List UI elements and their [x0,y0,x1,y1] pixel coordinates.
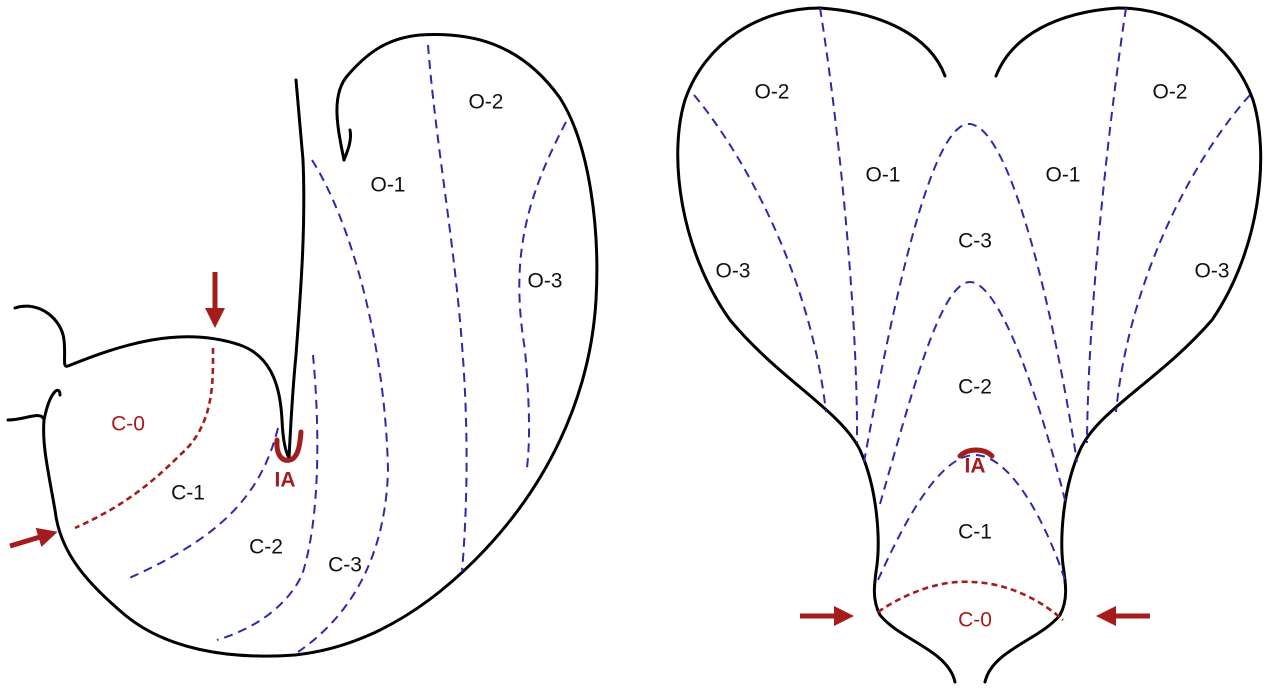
right-label-o3-left: O-3 [715,260,750,283]
left-esophagus-notch [342,128,352,162]
left-pylorus-lower [6,414,46,422]
left-boundary-o1-c3 [297,159,390,653]
left-label-o2: O-2 [468,91,503,114]
left-label-c3: C-3 [328,554,362,577]
left-label-c2: C-2 [249,536,283,559]
left-label-c1: C-1 [171,482,205,505]
left-duodenum-wall [13,304,291,460]
right-boundary-left-o2-o1 [819,7,859,444]
left-ia-mark [274,429,304,463]
left-label-c0: C-0 [111,413,145,436]
left-boundary-c1-c0 [74,347,215,530]
right-boundary-right-o2-o1 [1086,7,1127,444]
left-label-ia: IA [275,469,296,492]
right-label-o1-right: O-1 [1045,164,1080,187]
right-boundary-left-o2-o3 [693,94,827,413]
right-boundary-c0-arch [877,580,1064,621]
left-label-o1: O-1 [370,174,405,197]
right-label-o2-left: O-2 [754,81,789,104]
left-esophagus-left-wall [287,78,306,460]
left-boundary-c3-c2 [216,354,319,641]
left-boundary-o2-o3 [518,121,567,469]
right-label-ia: IA [965,455,986,478]
right-outline-right-half [983,6,1263,684]
right-boundary-c2-arch [879,280,1067,505]
right-boundary-right-o2-o3 [1115,94,1251,413]
right-label-c1: C-1 [958,521,992,544]
right-outline-left-half [676,6,957,684]
right-label-o3-right: O-3 [1194,260,1229,283]
right-view: O-2 O-2 O-1 O-1 O-3 O-3 C-3 C-2 IA C-1 C… [676,6,1263,684]
left-view: O-2 O-1 O-3 C-0 C-1 C-2 C-3 IA [6,33,599,658]
left-boundary-o1-o2 [427,44,468,573]
left-label-o3: O-3 [527,270,562,293]
right-label-o1-left: O-1 [865,164,900,187]
right-boundary-c1-arch [877,453,1066,581]
right-ia-mark [957,447,995,459]
right-label-c3: C-3 [958,230,992,253]
right-boundary-c3-arch [863,122,1078,463]
left-esophagus-right-wall-and-fundus [42,33,599,658]
right-label-o2-right: O-2 [1152,81,1187,104]
right-label-c0: C-0 [958,609,992,632]
left-arrow-side [9,527,58,549]
right-label-c2: C-2 [958,376,992,399]
